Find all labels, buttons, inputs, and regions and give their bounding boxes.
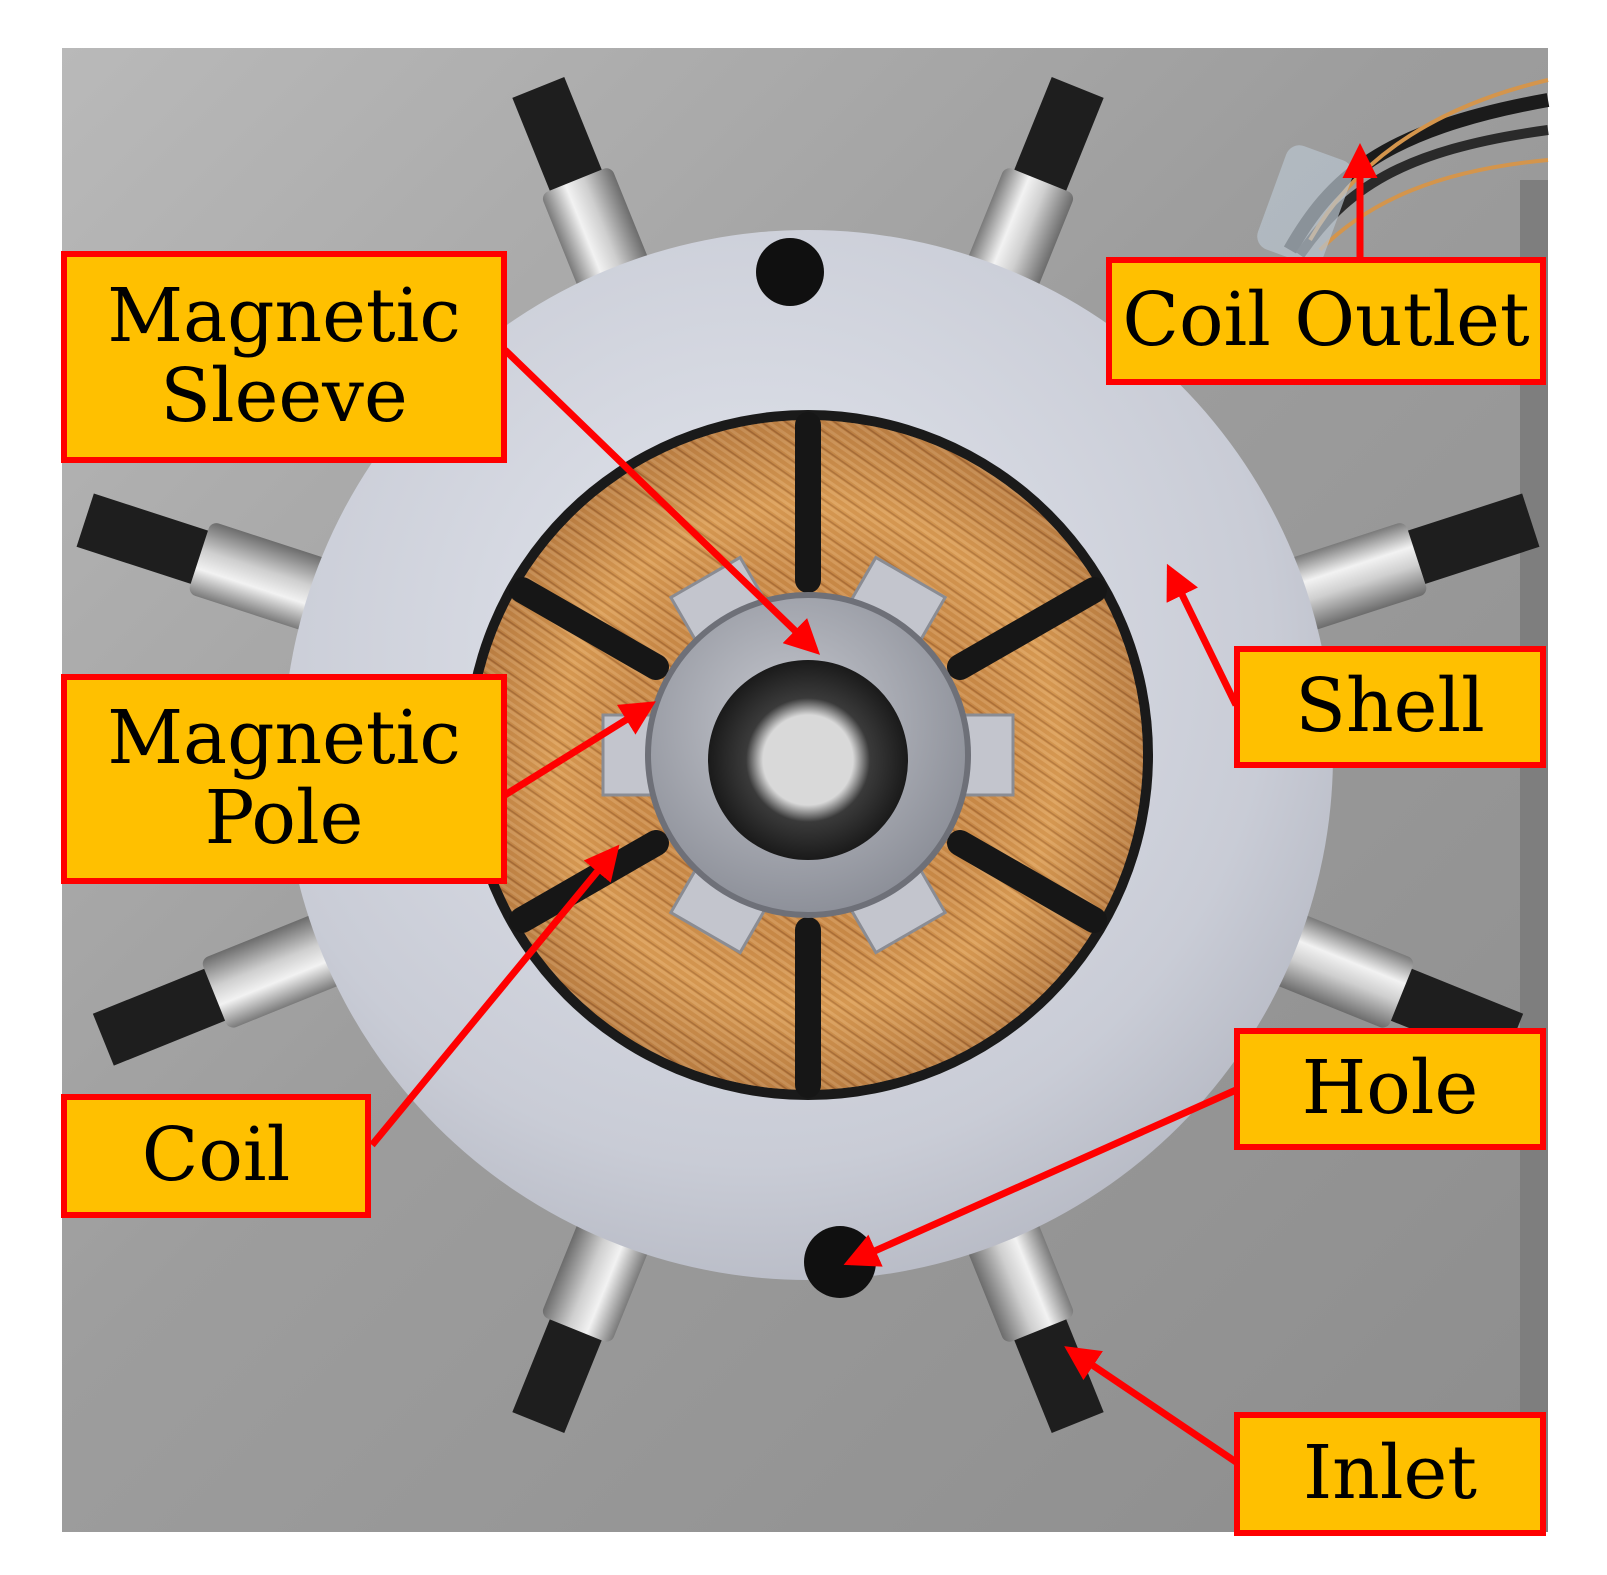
label-magnetic-sleeve: Magnetic Sleeve (61, 251, 507, 463)
arrow-magnetic-sleeve (502, 347, 821, 655)
label-shell: Shell (1234, 646, 1546, 768)
label-coil: Coil (61, 1094, 371, 1218)
arrow-hole (843, 1086, 1238, 1267)
granite-edge-strip (1520, 180, 1548, 1532)
pointer-arrows (369, 143, 1378, 1465)
top-mounting-hole (756, 238, 824, 306)
label-magnetic-pole-line2: Pole (204, 775, 364, 861)
label-hole: Hole (1234, 1028, 1546, 1150)
label-inlet: Inlet (1234, 1412, 1546, 1536)
label-magnetic-sleeve-line1: Magnetic (107, 273, 461, 360)
magnetic-poles (601, 555, 1015, 955)
label-hole-text: Hole (1301, 1045, 1479, 1132)
label-magnetic-sleeve-line2: Sleeve (160, 353, 408, 439)
label-inlet-text: Inlet (1302, 1430, 1478, 1517)
label-magnetic-pole-line1: Magnetic (107, 695, 461, 782)
bottom-mounting-hole (804, 1226, 876, 1298)
arrow-magnetic-pole (503, 701, 656, 798)
label-shell-text: Shell (1295, 663, 1485, 750)
coil-outlet-wires (1257, 78, 1550, 265)
arrow-shell (1166, 563, 1240, 707)
label-coil-outlet: Coil Outlet (1106, 257, 1546, 385)
arrow-inlet (1064, 1346, 1238, 1465)
arrow-coil (369, 844, 620, 1148)
label-magnetic-pole: Magnetic Pole (61, 674, 507, 884)
label-coil-outlet-text: Coil Outlet (1122, 277, 1530, 364)
center-bore (708, 660, 908, 860)
label-coil-text: Coil (141, 1112, 291, 1199)
